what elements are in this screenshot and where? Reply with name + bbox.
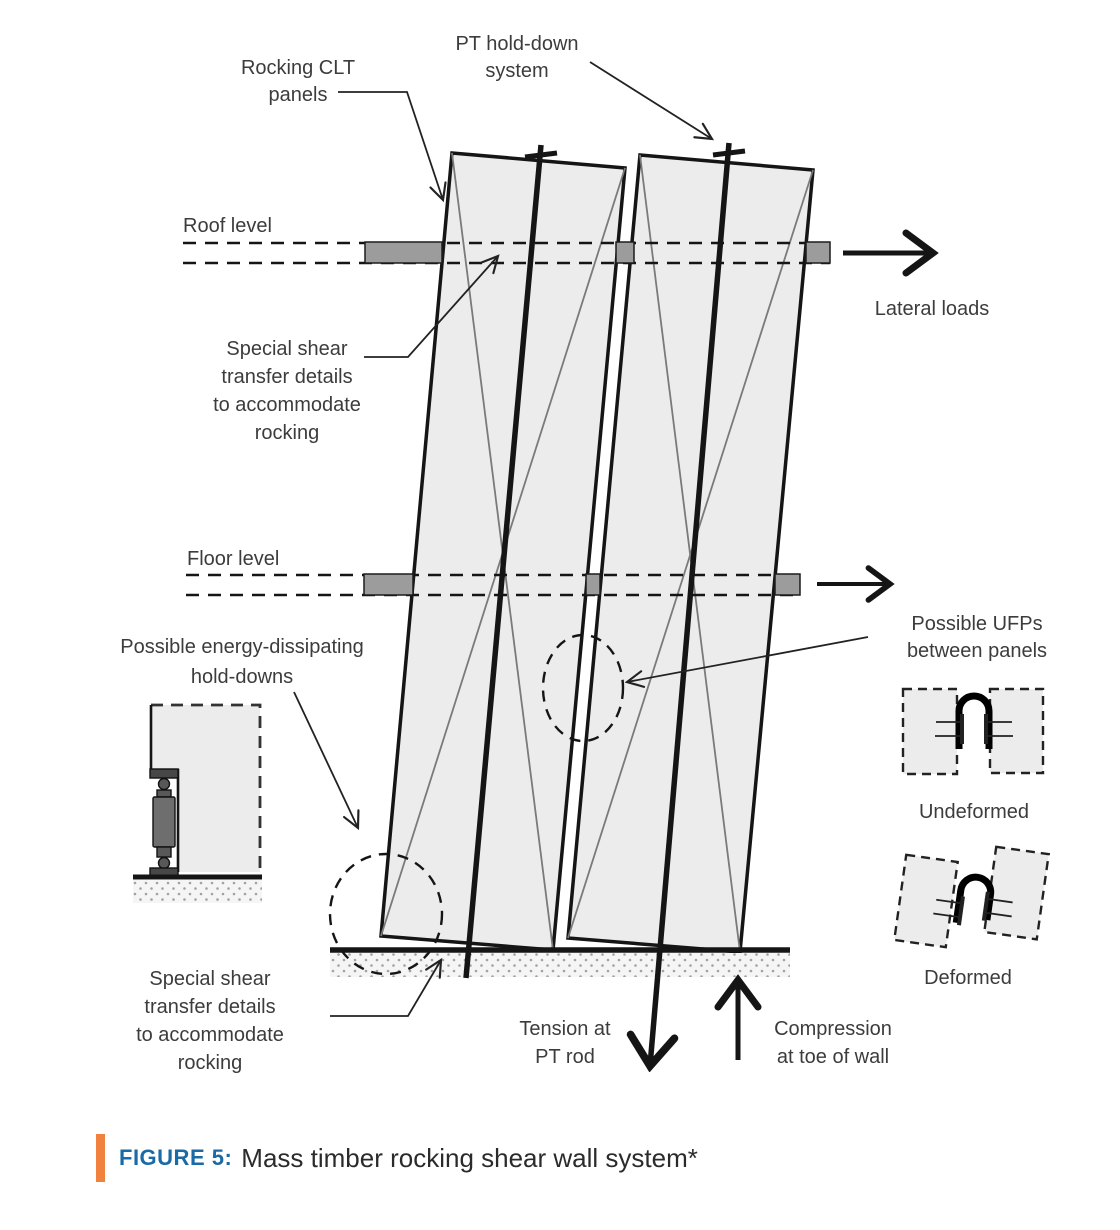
shear-transfer-upper-label: rocking bbox=[255, 422, 319, 444]
shear-transfer-upper-leader bbox=[364, 254, 500, 358]
ufp-panel-right bbox=[988, 687, 1045, 775]
caption-accent-bar bbox=[96, 1134, 105, 1182]
ufp-bolts bbox=[935, 714, 1013, 744]
roof-collector-mid bbox=[615, 241, 635, 264]
hold-down-highlight-circle bbox=[328, 852, 444, 976]
figure-caption: FIGURE 5: Mass timber rocking shear wall… bbox=[96, 1134, 698, 1182]
ufp-connector-deformed bbox=[933, 873, 1013, 926]
rocking-shear-wall-diagram: Rocking CLT panels PT hold-down system L… bbox=[120, 33, 1051, 1074]
rocking-clt-label: Rocking CLT bbox=[241, 57, 355, 79]
compression-label: Compression bbox=[774, 1018, 892, 1040]
pt-hold-down-label: system bbox=[485, 60, 548, 82]
hold-down-panel-cut-edge bbox=[151, 703, 262, 872]
pt-rod-1-anchor bbox=[524, 150, 558, 160]
rocking-clt-label: panels bbox=[269, 84, 328, 106]
floor-level-lines bbox=[186, 573, 800, 597]
figure-label: FIGURE 5: bbox=[119, 1145, 233, 1170]
shear-transfer-lower-label: to accommodate bbox=[136, 1024, 284, 1046]
undeformed-label: Undeformed bbox=[919, 801, 1029, 823]
figure-title: Mass timber rocking shear wall system* bbox=[241, 1142, 698, 1173]
ufp-panel-left-deformed bbox=[892, 853, 960, 949]
roof-level-label: Roof level bbox=[183, 215, 272, 237]
pt-rod-2-tension-arrow bbox=[650, 142, 732, 1066]
damper-device bbox=[149, 768, 179, 877]
foundation-hatch bbox=[330, 953, 790, 977]
floor-level-label: Floor level bbox=[187, 548, 279, 570]
pt-hold-down-leader bbox=[589, 61, 715, 141]
pt-rod-1 bbox=[463, 144, 544, 979]
shear-transfer-lower-label: rocking bbox=[178, 1052, 242, 1074]
panel-2-diagonal bbox=[567, 169, 814, 939]
hold-down-foundation-hatch bbox=[133, 880, 262, 903]
shear-transfer-upper-label: Special shear bbox=[226, 338, 348, 360]
possible-ufps-label: Possible UFPs bbox=[911, 613, 1042, 635]
shear-transfer-lower-label: transfer details bbox=[144, 996, 275, 1018]
roof-collector-left bbox=[364, 241, 443, 264]
deformed-label: Deformed bbox=[924, 967, 1012, 989]
energy-dissipating-label: hold-downs bbox=[191, 666, 293, 688]
ufp-panel-right-deformed bbox=[982, 845, 1051, 941]
tension-label: Tension at bbox=[519, 1018, 611, 1040]
pt-hold-down-label: PT hold-down bbox=[455, 33, 578, 55]
shear-transfer-upper-label: transfer details bbox=[221, 366, 352, 388]
shear-transfer-lower-leader bbox=[330, 957, 443, 1017]
roof-collector-right bbox=[805, 241, 831, 264]
ufp-highlight-circle bbox=[541, 633, 625, 743]
floor-collector-left bbox=[363, 573, 414, 596]
energy-dissipating-leader bbox=[293, 691, 360, 831]
ufp-connector bbox=[955, 692, 993, 749]
lateral-loads-label: Lateral loads bbox=[875, 298, 990, 320]
tension-label: PT rod bbox=[535, 1046, 595, 1068]
floor-collector-right bbox=[774, 573, 801, 596]
rocking-clt-leader bbox=[338, 91, 447, 203]
ufp-deformed-detail bbox=[892, 845, 1051, 949]
shear-transfer-lower-label: Special shear bbox=[149, 968, 271, 990]
ufp-undeformed-detail bbox=[901, 687, 1045, 776]
energy-dissipating-label: Possible energy-dissipating bbox=[120, 636, 363, 658]
shear-transfer-upper-label: to accommodate bbox=[213, 394, 361, 416]
compression-label: at toe of wall bbox=[777, 1046, 889, 1068]
ufp-panel-left bbox=[901, 687, 959, 776]
pt-rod-2-anchor bbox=[712, 148, 746, 158]
floor-collector-mid bbox=[585, 573, 601, 596]
hold-down-detail bbox=[133, 703, 262, 903]
ufp-leader bbox=[624, 636, 869, 688]
possible-ufps-label: between panels bbox=[907, 640, 1047, 662]
